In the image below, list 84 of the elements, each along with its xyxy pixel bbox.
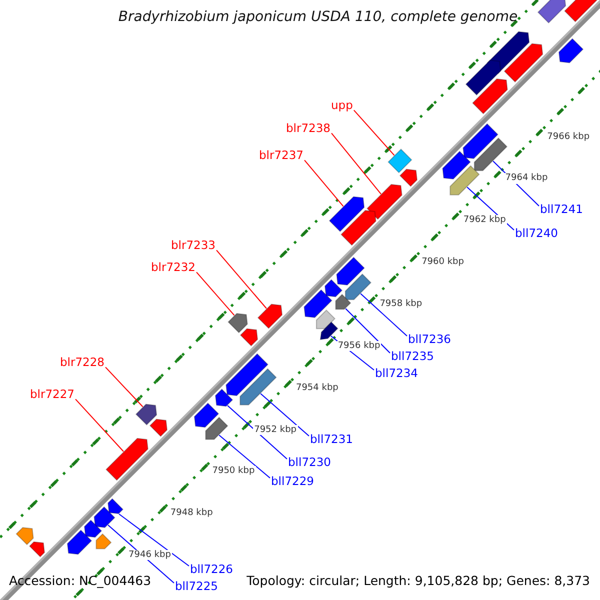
gene-feature [344, 273, 372, 300]
gene-feature [28, 541, 45, 558]
gene-feature [214, 388, 234, 407]
gene-label: bll7225 [175, 580, 218, 594]
gene-label: bll7240 [515, 227, 558, 240]
gene-feature [324, 279, 343, 298]
gene-label: blr7227 [30, 388, 74, 402]
gene-label: bll7229 [271, 475, 314, 488]
leader-line [196, 272, 235, 316]
gene-feature [257, 304, 283, 330]
scale-label: 7952 kbp [253, 424, 298, 435]
gene-label: blr7228 [60, 356, 104, 370]
gene-label: blr7238 [286, 122, 330, 136]
gene-label: upp [331, 99, 353, 112]
gene-label: bll7235 [391, 350, 434, 364]
scale-label: 7946 kbp [128, 550, 172, 560]
leader-line [304, 160, 344, 207]
gene-label: blr7233 [171, 239, 216, 252]
gene-feature [108, 498, 124, 514]
gene-feature [336, 256, 365, 286]
leader-line [345, 308, 390, 354]
gene-label: bll7236 [408, 333, 451, 346]
gene-feature [194, 402, 220, 428]
leader-line [260, 393, 310, 436]
leader-line [227, 405, 288, 460]
leader-line [216, 250, 267, 309]
leader-line [118, 514, 190, 566]
gene-label: bll7231 [310, 433, 353, 446]
gene-feature [105, 438, 148, 481]
scale-label: 7950 kbp [211, 466, 256, 477]
gene-label: bll7230 [288, 456, 331, 470]
scale-label: 7948 kbp [169, 508, 214, 519]
accession-note: Accession: NC_004463 [9, 574, 152, 588]
gene-label: bll7226 [190, 563, 233, 576]
gene-feature [474, 137, 508, 172]
gene-feature [450, 165, 480, 196]
genome-summary: Topology: circular; Length: 9,105,828 bp; Genes: 8,373 [246, 574, 590, 588]
gene-feature [16, 527, 34, 546]
gene-feature [399, 168, 418, 187]
gene-feature [240, 328, 258, 346]
gene-feature [228, 312, 248, 334]
title: Bradyrhizobium japonicum USDA 110, complete genome [117, 9, 519, 26]
gene-feature [366, 184, 402, 220]
gene-feature [96, 533, 112, 550]
leader-line [353, 110, 395, 156]
gene-feature [205, 416, 228, 440]
gene-feature [442, 150, 471, 180]
scale-label: 7958 kbp [378, 298, 424, 310]
gene-feature [84, 520, 102, 538]
gene-label: blr7232 [151, 261, 196, 274]
gene-feature [66, 529, 92, 555]
gene-feature [558, 38, 584, 64]
gene-feature [340, 210, 376, 246]
scale-label: 7966 kbp [546, 132, 591, 142]
gene-label: bll7241 [540, 203, 583, 216]
leader-line [218, 434, 270, 478]
gene-feature [335, 294, 352, 310]
gene-feature [320, 321, 338, 340]
gene-feature [94, 506, 116, 528]
gene-label: blr7237 [259, 149, 304, 162]
gene-feature [537, 0, 566, 24]
gene-feature [462, 123, 498, 160]
leader-line [360, 293, 408, 336]
leader-line [75, 398, 124, 452]
gene-feature [240, 368, 277, 406]
gene-feature [504, 43, 544, 83]
leader-line [331, 132, 382, 194]
gene-feature [472, 78, 508, 114]
scale-label: 7960 kbp [420, 257, 465, 268]
gene-feature [135, 404, 158, 426]
gene-feature [564, 0, 600, 22]
scale-label: 7962 kbp [462, 215, 507, 226]
scale-label: 7964 kbp [504, 173, 549, 184]
scale-label: 7954 kbp [294, 382, 340, 394]
gene-feature [465, 60, 502, 96]
gene-marker [388, 148, 412, 174]
gene-feature [316, 309, 336, 330]
leader-line [105, 366, 144, 408]
gene-label: bll7234 [375, 367, 418, 380]
gene-feature [304, 289, 332, 318]
gene-feature [149, 418, 168, 437]
gene-feature [226, 353, 269, 396]
scale-label: 7956 kbp [336, 340, 382, 352]
gene-feature [328, 196, 365, 232]
